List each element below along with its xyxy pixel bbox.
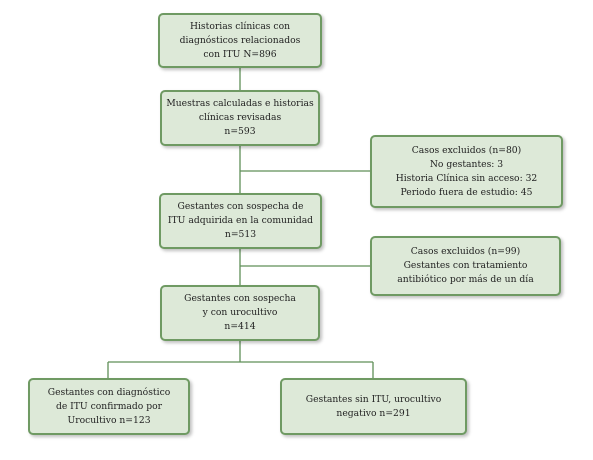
box-line: n=593 (224, 126, 256, 137)
box-line: Gestantes con sospecha de (177, 201, 304, 212)
box-line: de ITU confirmado por (55, 400, 163, 412)
box-line: Gestantes sin ITU, urocultivo (305, 393, 442, 405)
box-line: Historias clínicas con (189, 20, 291, 32)
box-historias-clinicas: Historias clínicas con diagnósticos rela… (158, 13, 322, 68)
box-line: Casos excluidos (n=99) (410, 246, 521, 257)
box-gestantes-sospecha-comunidad: Gestantes con sospecha de ITU adquirida … (159, 193, 322, 249)
box-casos-excluidos-80: Casos excluidos (n=80) No gestantes: 3 H… (370, 135, 563, 208)
box-line: con ITU N=896 (203, 48, 277, 60)
box-line: n=513 (224, 229, 257, 240)
box-line: antibiótico por más de un día (397, 274, 534, 285)
box-line: diagnósticos relacionados (179, 34, 301, 46)
box-sin-itu: Gestantes sin ITU, urocultivo negativo n… (280, 378, 467, 435)
box-line: n=414 (224, 321, 256, 332)
box-line: clínicas revisadas (198, 112, 282, 123)
box-line: Gestantes con diagnóstico (47, 386, 171, 398)
box-line: Gestantes con sospecha (184, 293, 296, 304)
box-line: Gestantes con tratamiento (403, 260, 528, 271)
box-line: ITU adquirida en la comunidad (167, 215, 314, 226)
box-line: negativo n=291 (336, 407, 411, 419)
box-line: y con urocultivo (202, 307, 278, 318)
box-line: No gestantes: 3 (429, 158, 504, 170)
box-line: Muestras calculadas e historias (166, 98, 314, 109)
box-gestantes-urocultivo: Gestantes con sospecha y con urocultivo … (160, 285, 320, 341)
box-line: Historia Clínica sin acceso: 32 (395, 172, 538, 184)
box-itu-confirmado: Gestantes con diagnóstico de ITU confirm… (28, 378, 190, 435)
box-casos-excluidos-99: Casos excluidos (n=99) Gestantes con tra… (370, 236, 561, 296)
box-line: Casos excluidos (n=80) (411, 144, 522, 156)
box-line: Periodo fuera de estudio: 45 (400, 186, 533, 198)
box-line: Urocultivo n=123 (67, 414, 151, 426)
box-muestras-calculadas: Muestras calculadas e historias clínicas… (160, 90, 320, 146)
